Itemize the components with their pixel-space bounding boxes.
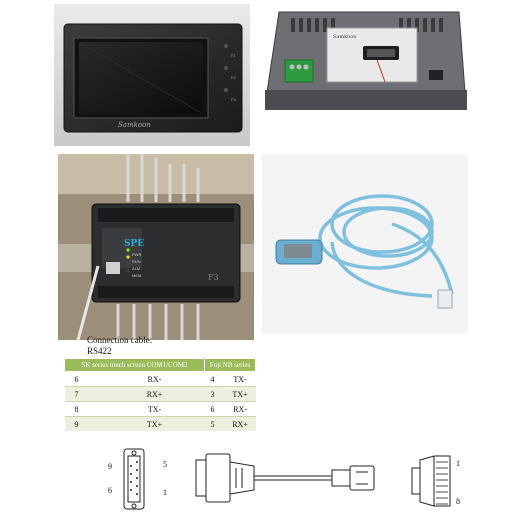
pin-a: 7 <box>64 386 105 402</box>
hmi-front-key-f1: F1 <box>231 53 236 58</box>
plc-led-mem: MEM <box>132 273 142 278</box>
table-row: 7 RX+ 3 TX+ <box>64 386 256 402</box>
pin-b: 4 <box>204 371 225 387</box>
rj45-plug-side <box>331 465 375 491</box>
db9-pin-9-label: 9 <box>108 462 112 471</box>
pin-b: 3 <box>204 386 225 402</box>
hmi-front-brand: Samkoon <box>118 121 151 129</box>
pin-mapping-table: SK series touch screen COM1/COM2 Fuji NB… <box>64 358 256 431</box>
signal-a: RX- <box>104 371 205 387</box>
db9-connector-face <box>123 448 145 510</box>
plc-photo: SPE F3 PWR RUN ALM MEM <box>58 154 254 340</box>
cable-diagram <box>123 448 451 510</box>
pin-b: 6 <box>204 401 225 417</box>
db9-pin-1-label: 1 <box>163 488 167 497</box>
pin-a: 6 <box>64 371 105 387</box>
rj45-pin-8-label: 8 <box>456 497 460 506</box>
signal-b: RX- <box>224 401 256 417</box>
plc-led-alm: ALM <box>132 266 141 271</box>
signal-b: RX+ <box>224 416 256 431</box>
pin-b: 5 <box>204 416 225 431</box>
pin-a: 9 <box>64 416 105 431</box>
plc-led-run: RUN <box>132 259 141 264</box>
cable-line <box>254 475 332 481</box>
hmi-front-key-f2: F2 <box>231 75 236 80</box>
pin-a: 8 <box>64 401 105 417</box>
signal-a: TX- <box>104 401 205 417</box>
db9-pin-6-label: 6 <box>108 486 112 495</box>
cable-photo <box>262 154 468 334</box>
hmi-back-sticker: Samkoon <box>333 34 357 40</box>
table-row: 8 TX- 6 RX- <box>64 401 256 417</box>
rj45-pin-1-label: 1 <box>456 459 460 468</box>
table-row: 9 TX+ 5 RX+ <box>64 416 256 431</box>
db9-connector-side <box>195 453 255 503</box>
signal-b: TX+ <box>224 386 256 402</box>
plc-brand: SPE <box>124 239 144 249</box>
signal-a: TX+ <box>104 416 205 431</box>
header-fuji-nb: Fuji NB series <box>204 358 256 372</box>
connection-cable-label: Connection cable: <box>87 335 153 345</box>
hmi-front-photo: Samkoon F1 F2 F3 <box>54 4 250 146</box>
table-row: 6 RX- 4 TX- <box>64 371 256 387</box>
db9-pin-5-label: 5 <box>163 460 167 469</box>
signal-a: RX+ <box>104 386 205 402</box>
header-sk-series: SK series touch screen COM1/COM2 <box>64 358 205 372</box>
hmi-front-key-f3: F3 <box>231 97 236 102</box>
connection-cable-type: RS422 <box>87 346 112 356</box>
signal-b: TX- <box>224 371 256 387</box>
table-header-row: SK series touch screen COM1/COM2 Fuji NB… <box>64 358 256 372</box>
plc-model: F3 <box>208 273 219 282</box>
hmi-back-photo: Samkoon <box>259 4 472 116</box>
rj45-connector-face <box>411 455 451 507</box>
plc-led-pwr: PWR <box>132 252 142 257</box>
